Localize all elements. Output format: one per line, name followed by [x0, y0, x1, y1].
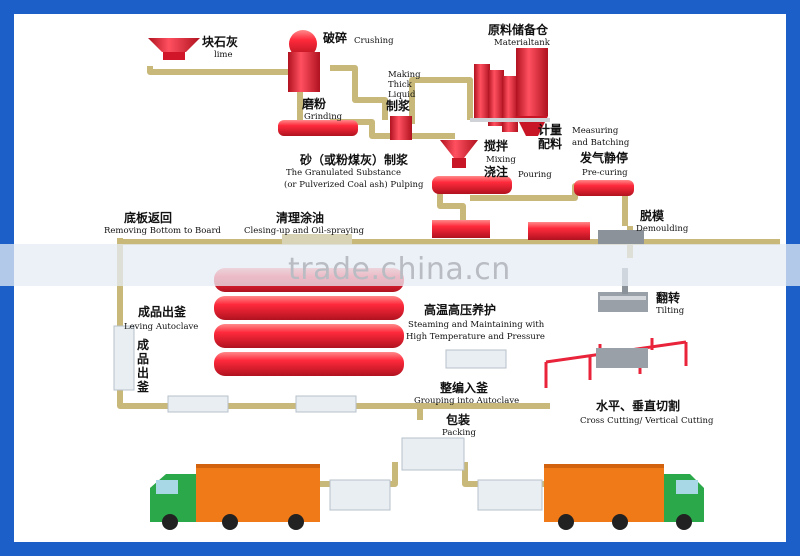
oil-label-en: Clesing-up and Oil-spraying: [244, 226, 365, 236]
autoclave-out-label-en: Leving Autoclave: [124, 322, 199, 332]
material-label-cn: 原料储备仓: [488, 23, 549, 37]
cutting-block: [596, 348, 648, 368]
lime-label-en: lime: [214, 50, 233, 60]
steam-label-en-1: Steaming and Maintaining with: [408, 320, 545, 330]
measuring-label-cn-2: 配料: [538, 137, 563, 151]
mixer-icon: [440, 140, 478, 168]
sand-label-en-1: The Granulated Substance: [286, 168, 401, 178]
mould-icon: [432, 220, 490, 238]
autoclave-out-label-cn: 成品出釜: [138, 305, 187, 319]
autoclave-out-label-vertical: 成品出釜: [137, 338, 150, 394]
steam-label-cn: 高温高压养护: [424, 303, 497, 317]
block-stacks: [113, 325, 543, 511]
mould-icon: [528, 222, 590, 240]
liquid-label-en-3: Liquid: [388, 90, 416, 100]
demould-label-en: Demoulding: [636, 224, 689, 234]
demould-label-cn: 脱模: [640, 209, 665, 223]
demoulding-icon: [598, 230, 644, 244]
crushing-label-cn: 破碎: [323, 31, 348, 45]
watermark-band: [0, 244, 800, 286]
material-label-en: Materialtank: [494, 38, 550, 48]
packing-label-en: Packing: [442, 428, 476, 438]
bottom-label-cn: 底板返回: [124, 211, 173, 225]
sand-label-en-2: (or Pulverized Coal ash) Pulping: [284, 180, 424, 190]
truck-right-icon: [544, 464, 704, 530]
liquid-label-cn: 制浆: [386, 99, 411, 113]
liquid-tank-icon: [390, 116, 412, 140]
tilting-label-cn: 翻转: [656, 291, 681, 305]
mixing-label-en-2: Pouring: [518, 170, 552, 180]
tilting-label-en: Tilting: [656, 306, 685, 316]
packing-label-cn: 包装: [446, 413, 471, 427]
precuring-cylinder-icon: [574, 180, 634, 196]
liquid-label-en-1: Making: [388, 70, 421, 80]
cutting-label-cn: 水平、垂直切割: [596, 399, 681, 413]
lime-hopper-icon: [148, 38, 200, 60]
mixing-label-en-1: Mixing: [486, 155, 516, 165]
mixing-label-cn-1: 搅拌: [484, 139, 509, 153]
mixing-label-cn-2: 浇注: [484, 165, 509, 179]
truck-left-icon: [150, 464, 320, 530]
crushing-label-en: Crushing: [354, 36, 394, 46]
oil-spray-tray: [282, 234, 352, 244]
bottom-label-en: Removing Bottom to Board: [104, 226, 221, 236]
oil-label-cn: 清理涂油: [276, 211, 325, 225]
precuring-label-en: Pre-curing: [582, 168, 628, 178]
grinding-label-en: Grinding: [304, 112, 343, 122]
grinder-icon: [278, 120, 358, 136]
liquid-label-en-2: Thick: [388, 80, 412, 90]
measuring-label-cn-1: 计量: [538, 123, 563, 137]
grouping-label-en: Grouping into Autoclave: [414, 396, 520, 406]
watermark: trade.china.cn: [288, 252, 511, 287]
grouping-label-cn: 整编入釜: [440, 381, 489, 395]
measuring-label-en-1: Measuring: [572, 126, 619, 136]
crusher-icon: [288, 30, 320, 92]
precuring-label-cn: 发气静停: [580, 151, 629, 165]
measuring-label-en-2: and Batching: [572, 138, 630, 148]
lime-label-cn: 块石灰: [202, 35, 239, 49]
material-tanks-icon: [470, 48, 550, 136]
cutting-label-en: Cross Cutting/ Vertical Cutting: [580, 416, 714, 426]
pulping-cylinder-icon: [432, 176, 512, 194]
sand-label-cn: 砂（或粉煤灰）制浆: [300, 153, 409, 167]
grinding-label-cn: 磨粉: [302, 97, 327, 111]
steam-label-en-2: High Temperature and Pressure: [406, 332, 545, 342]
